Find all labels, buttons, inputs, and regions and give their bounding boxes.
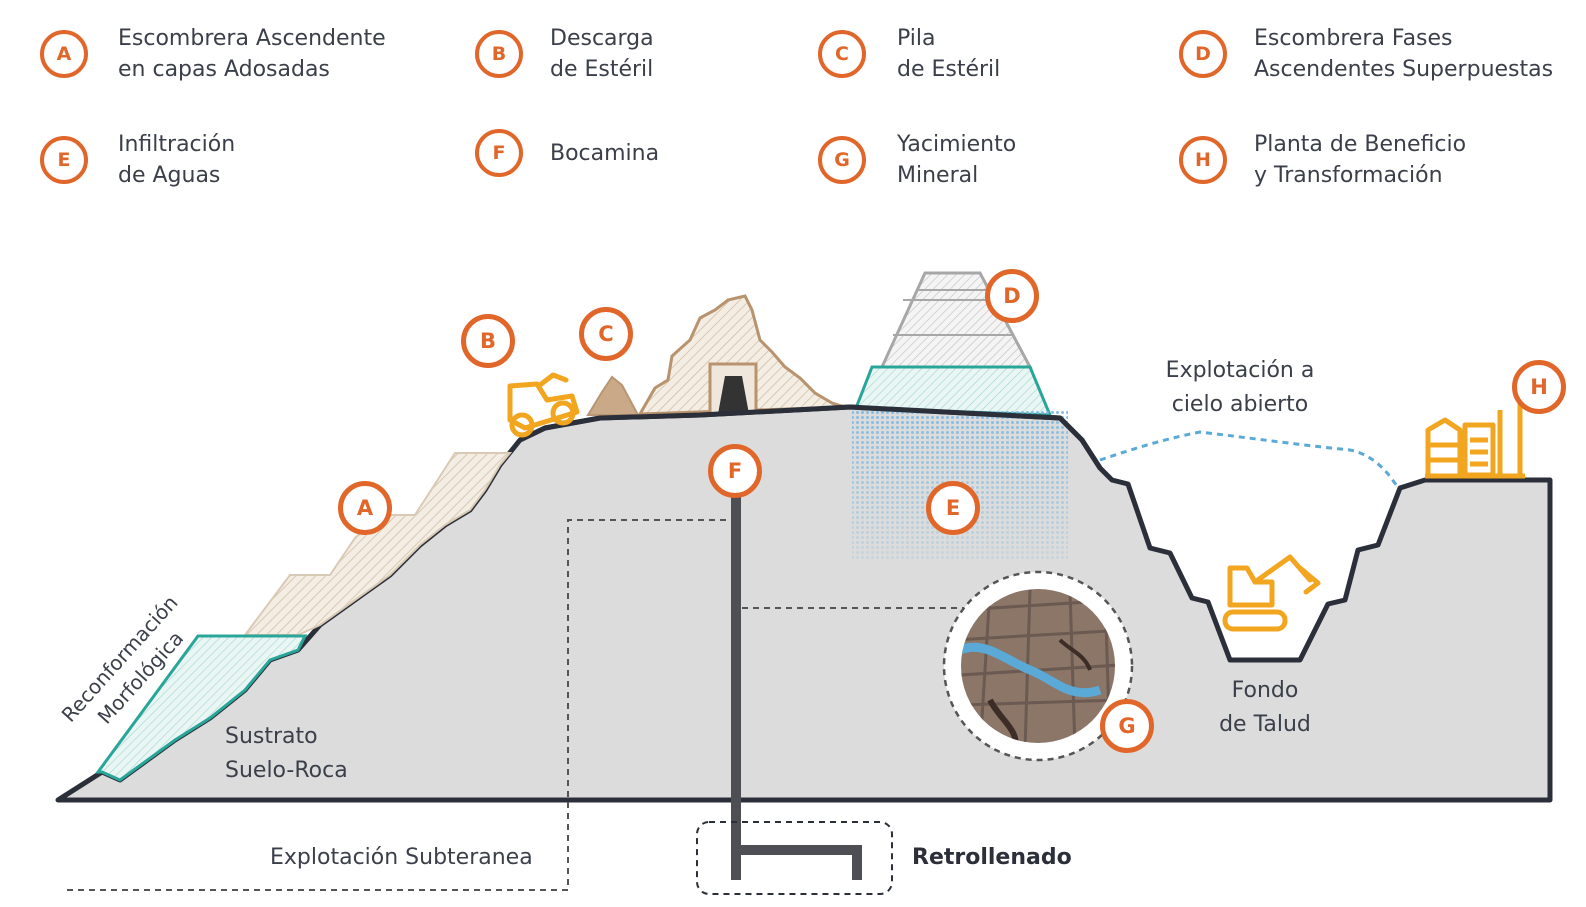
legend-label: de Aguas	[118, 163, 221, 188]
underground-path	[65, 519, 726, 891]
legend-badge-c: C	[818, 30, 866, 78]
legend-item-f: F Bocamina	[475, 129, 659, 177]
marker-h: H	[1512, 360, 1566, 414]
legend-label: Escombrera Ascendente	[118, 26, 386, 51]
marker-e: E	[926, 481, 980, 535]
backfill-drift	[736, 845, 862, 880]
underground-label: Explotación Subteranea	[270, 841, 533, 875]
underground-text: Explotación Subteranea	[270, 845, 533, 870]
legend-label: Ascendentes Superpuestas	[1254, 57, 1554, 82]
pit-bottom-line2: de Talud	[1219, 712, 1311, 737]
marker-g: G	[1100, 699, 1154, 753]
adit-opening	[718, 376, 749, 414]
legend-item-h: H Planta de Beneficio y Transformación	[1179, 129, 1466, 191]
legend-label: Descarga	[550, 26, 654, 51]
legend-label: Yacimiento	[897, 132, 1017, 157]
open-pit-line2: cielo abierto	[1171, 392, 1309, 417]
legend-badge-e: E	[40, 136, 88, 184]
backfill-text: Retrollenado	[912, 845, 1072, 870]
marker-d: D	[985, 269, 1039, 323]
legend-label: Pila	[897, 26, 936, 51]
legend-label: en capas Adosadas	[118, 57, 330, 82]
legend-label: Mineral	[897, 163, 979, 188]
excavator-icon	[1222, 554, 1321, 632]
legend-badge-b: B	[475, 30, 523, 78]
backfill-box	[696, 821, 893, 895]
legend-label: Bocamina	[550, 140, 660, 166]
processing-plant-icon	[1425, 400, 1525, 479]
legend-badge-h: H	[1179, 136, 1227, 184]
legend-item-b: B Descarga de Estéril	[475, 23, 654, 85]
legend-item-a: A Escombrera Ascendente en capas Adosadas	[40, 23, 386, 85]
substrate-label: Sustrato Suelo-Roca	[225, 720, 348, 788]
legend-badge-g: G	[818, 136, 866, 184]
pit-bottom-label: Fondo de Talud	[1195, 674, 1335, 742]
marker-b: B	[461, 314, 515, 368]
pit-bottom-line1: Fondo	[1231, 678, 1299, 703]
substrate-line2: Suelo-Roca	[225, 758, 348, 783]
legend-label: de Estéril	[550, 57, 654, 82]
legend-label: y Transformación	[1254, 163, 1443, 188]
loader-truck-icon	[507, 372, 580, 438]
marker-a: A	[338, 481, 392, 535]
legend-badge-f: F	[475, 129, 523, 177]
mountain-hill	[637, 294, 846, 416]
legend-label: Planta de Beneficio	[1254, 132, 1467, 157]
reconformed-slope	[95, 634, 308, 782]
marker-f: F	[708, 444, 762, 498]
open-pit-dashed	[1099, 430, 1400, 489]
legend-item-c: C Pila de Estéril	[818, 23, 1000, 85]
layered-dump-a	[243, 452, 513, 636]
backfill-label: Retrollenado	[912, 841, 1072, 875]
substrate-line1: Sustrato	[225, 724, 318, 749]
ore-sample-photo	[961, 589, 1115, 743]
legend-label: Infiltración	[118, 132, 236, 157]
legend-label: Escombrera Fases	[1254, 26, 1453, 51]
waste-pile-c	[586, 375, 640, 416]
marker-c: C	[579, 307, 633, 361]
legend-item-e: E Infiltración de Aguas	[40, 129, 235, 191]
legend-badge-d: D	[1179, 30, 1227, 78]
open-pit-line1: Explotación a	[1165, 358, 1315, 383]
open-pit-label: Explotación a cielo abierto	[1140, 354, 1340, 422]
legend-badge-a: A	[40, 30, 88, 78]
mine-shaft	[731, 478, 741, 880]
legend-label: de Estéril	[897, 57, 1001, 82]
